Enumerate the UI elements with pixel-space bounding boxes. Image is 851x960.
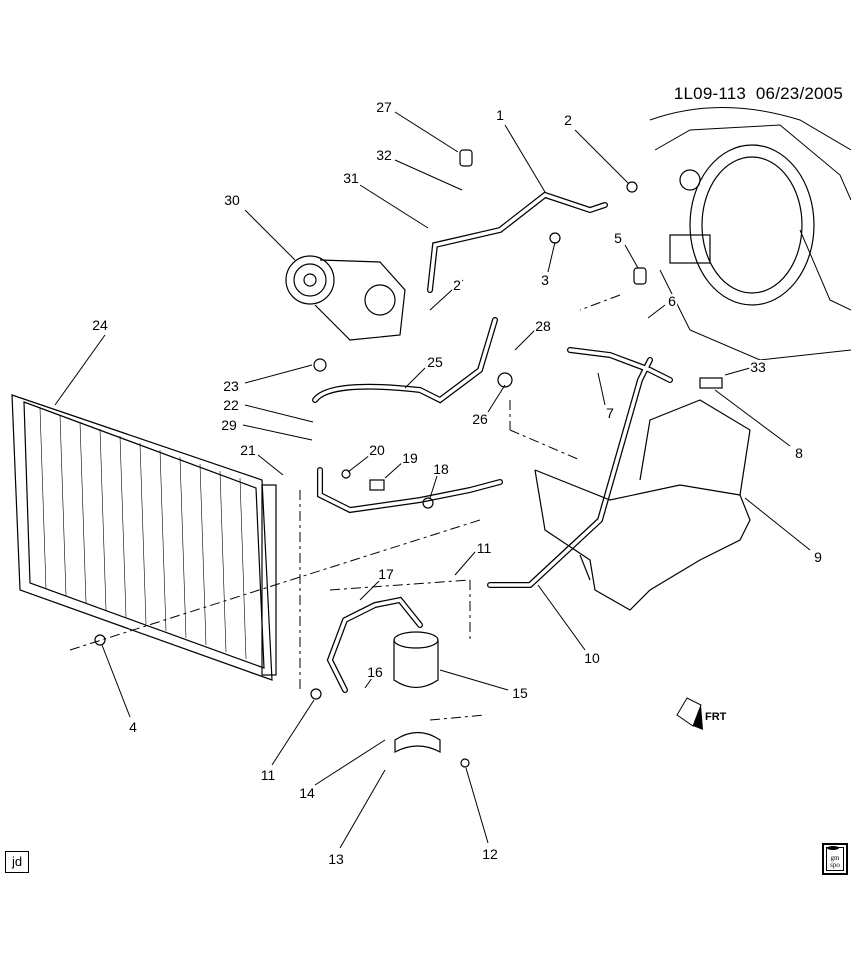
callout-16: 16 <box>366 664 384 680</box>
callout-20: 20 <box>368 442 386 458</box>
callout-22: 22 <box>222 397 240 413</box>
illustrator-initials: jd <box>5 851 29 873</box>
callout-28: 28 <box>534 318 552 334</box>
callout-27: 27 <box>375 99 393 115</box>
callout-29: 29 <box>220 417 238 433</box>
callout-4: 4 <box>128 719 138 735</box>
callout-25: 25 <box>426 354 444 370</box>
callout-19: 19 <box>401 450 419 466</box>
battery-tray <box>534 399 751 611</box>
frt-label: FRT <box>705 711 727 723</box>
callout-2: 2 <box>563 112 573 128</box>
callout-18: 18 <box>432 461 450 477</box>
diagram-date: 06/23/2005 <box>755 84 843 103</box>
callout-8: 8 <box>794 445 804 461</box>
callout-24: 24 <box>91 317 109 333</box>
condenser <box>11 394 277 681</box>
callout-7: 7 <box>605 405 615 421</box>
callout-33: 33 <box>749 359 767 375</box>
brake-booster <box>669 144 815 306</box>
callout-11: 11 <box>475 540 493 556</box>
callout-32: 32 <box>375 147 393 163</box>
callout-9: 9 <box>813 549 823 565</box>
callout-1: 1 <box>495 107 505 123</box>
fittings <box>94 149 723 768</box>
callout-23: 23 <box>222 378 240 394</box>
callout-13: 13 <box>327 851 345 867</box>
callout-3: 3 <box>540 272 550 288</box>
callout-2-lower: 2 <box>452 277 462 293</box>
diagram-id: 1L09-113 <box>673 84 747 103</box>
callout-6: 6 <box>667 293 677 309</box>
diagram-header: 1L09-113 06/23/2005 <box>674 84 843 104</box>
compressor <box>285 255 406 341</box>
callout-21: 21 <box>239 442 257 458</box>
callout-14: 14 <box>298 785 316 801</box>
front-direction-arrow-icon: FRT <box>676 697 727 730</box>
leader-lines <box>54 111 811 849</box>
callout-10: 10 <box>583 650 601 666</box>
accumulator <box>393 631 441 754</box>
callout-30: 30 <box>223 192 241 208</box>
callout-26: 26 <box>471 411 489 427</box>
callout-31: 31 <box>342 170 360 186</box>
callout-15: 15 <box>511 685 529 701</box>
gm-spo-logo-icon: gm spo <box>822 843 848 875</box>
callout-5: 5 <box>613 230 623 246</box>
callout-11-lower: 11 <box>259 767 277 783</box>
callout-12: 12 <box>481 846 499 862</box>
callout-17: 17 <box>377 566 395 582</box>
gm-spo-logo-text: gm spo <box>826 847 844 871</box>
